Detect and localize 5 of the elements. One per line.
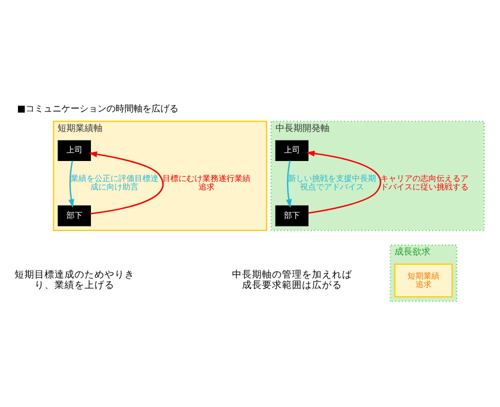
diagram-title: ■コミュニケーションの時間軸を広げる — [17, 104, 179, 114]
label: 中長期軸の管理を加えれば成長要求範囲は広がる — [232, 268, 352, 291]
arrow — [88, 150, 164, 214]
arrow — [306, 150, 382, 214]
label: 短期目標達成のためやりきり、業績を上げる — [14, 268, 134, 291]
